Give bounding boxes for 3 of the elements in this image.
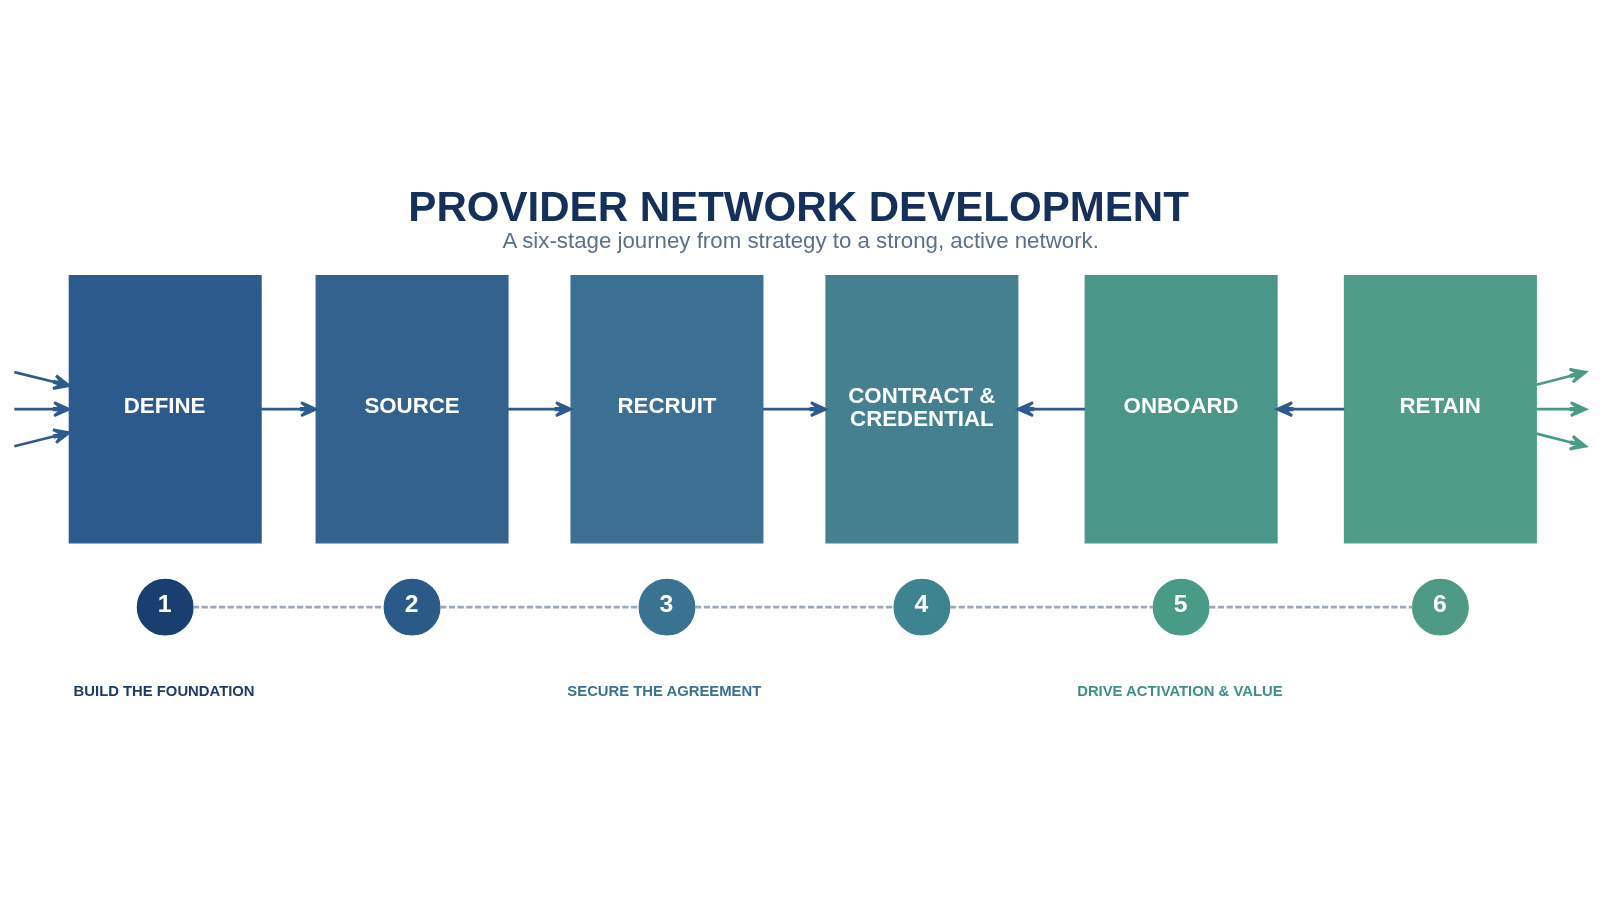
label: DRIVE ACTIVATION & VALUE — [1077, 683, 1283, 700]
label: SECURE THE AGREEMENT — [567, 683, 762, 700]
label: BUILD THE FOUNDATION — [73, 683, 255, 700]
